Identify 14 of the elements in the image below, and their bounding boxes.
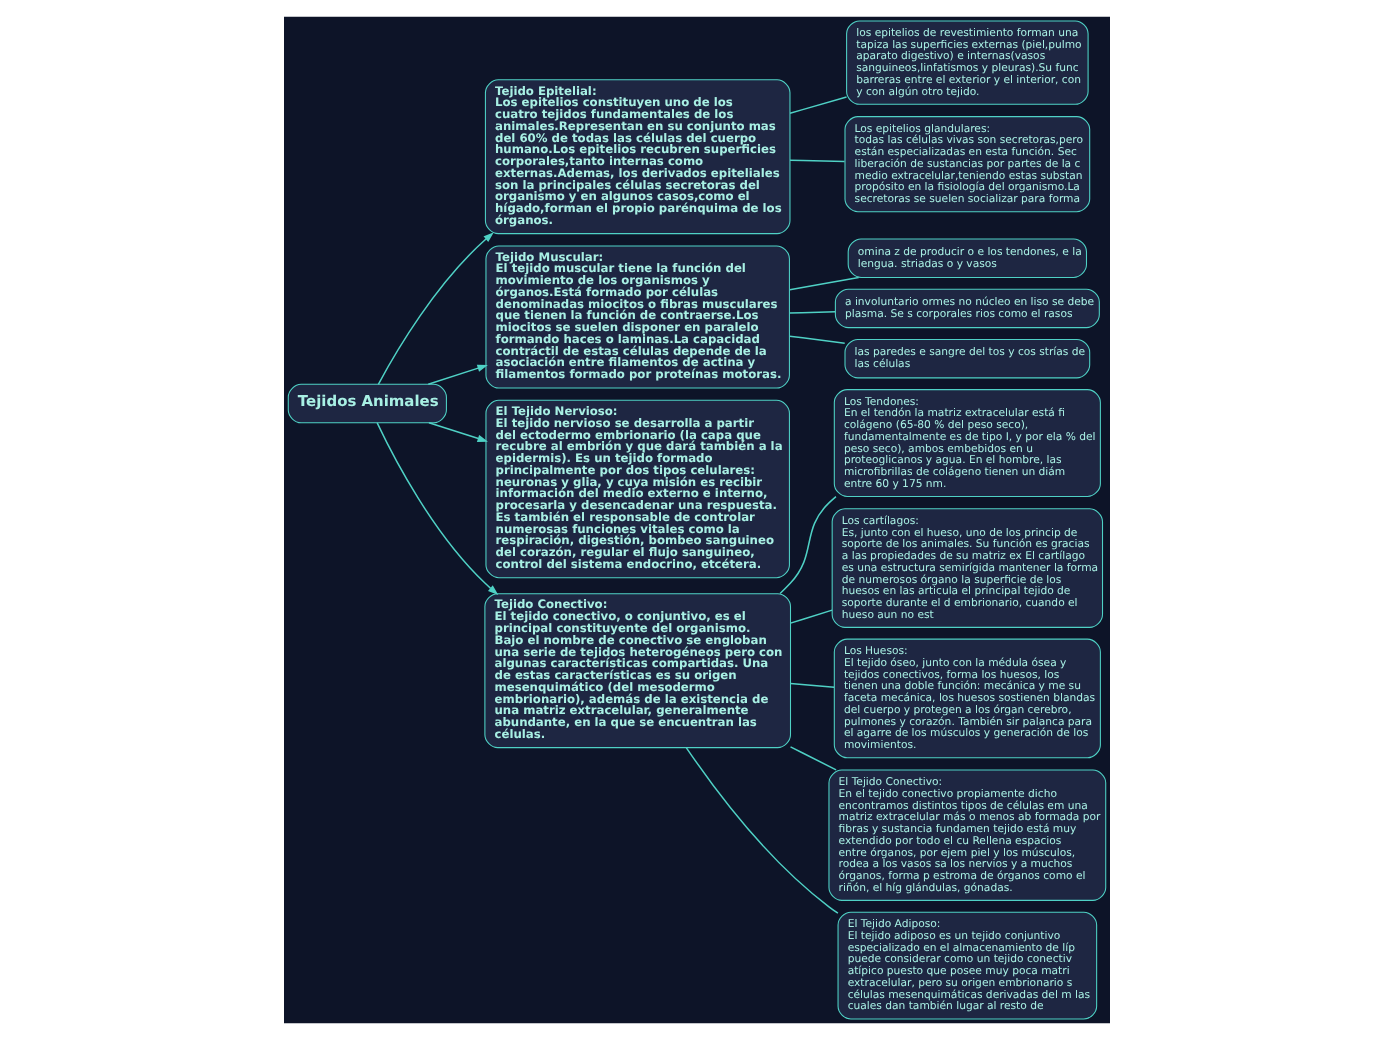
connector (778, 495, 836, 595)
connector (788, 276, 859, 291)
connector (788, 682, 834, 688)
arrow (426, 364, 487, 385)
connector (788, 609, 832, 624)
arrow (427, 422, 487, 442)
arrow (375, 422, 498, 595)
connector (788, 159, 845, 163)
connector (787, 311, 836, 314)
arrow (376, 232, 493, 385)
connector (787, 335, 845, 344)
connector (684, 747, 838, 914)
connector (788, 96, 847, 114)
connector (788, 746, 836, 771)
